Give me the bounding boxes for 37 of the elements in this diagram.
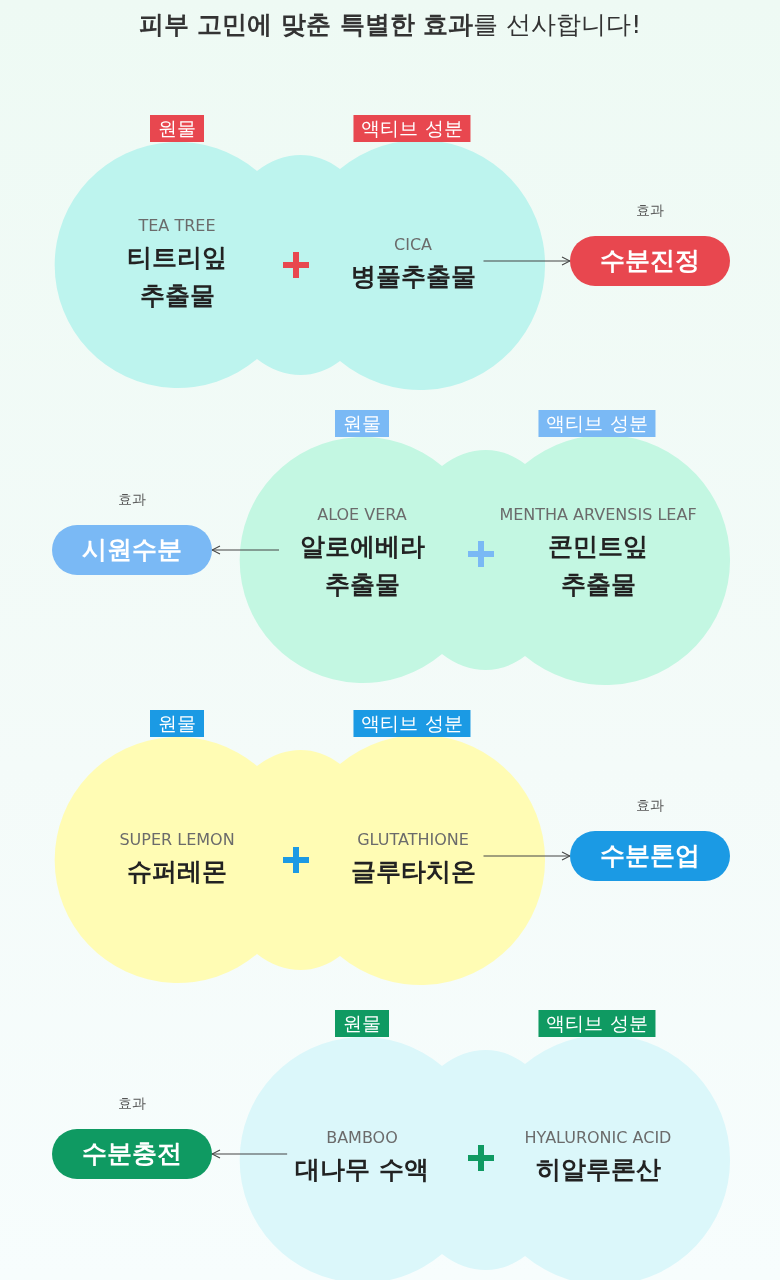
- ingredient-name: 알로에베라 추출물: [298, 530, 426, 601]
- ingredient-name: 슈퍼레몬: [126, 855, 228, 888]
- ingredient-name: 글루타치온: [350, 855, 476, 888]
- category-tag: 원물: [335, 410, 389, 437]
- arrow: [211, 1149, 288, 1159]
- effect-heading: 효과: [118, 1094, 146, 1113]
- ingredient-name: 티트리잎 추출물: [126, 241, 228, 312]
- effect-pill: 수분충전: [52, 1129, 212, 1179]
- effect-pill: 시원수분: [52, 525, 212, 575]
- ingredient-name: 병풀추출물: [350, 260, 476, 293]
- ingredient-english-name: GLUTATHIONE: [356, 829, 470, 849]
- arrow: [211, 545, 280, 555]
- effect-heading: 효과: [636, 201, 664, 220]
- category-tag: 원물: [150, 115, 204, 142]
- arrow: [482, 256, 571, 266]
- category-tag: 액티브 성분: [353, 115, 471, 142]
- ingredient-english-name: TEA TREE: [137, 215, 217, 235]
- category-tag: 액티브 성분: [538, 410, 656, 437]
- category-tag: 원물: [150, 710, 204, 737]
- ingredient-english-name: SUPER LEMON: [119, 829, 235, 849]
- category-tag: 액티브 성분: [353, 710, 471, 737]
- effect-pill: 수분톤업: [570, 831, 730, 881]
- ingredient-english-name: CICA: [393, 234, 433, 254]
- ingredient-name: 대나무 수액: [295, 1153, 429, 1186]
- effect-heading: 효과: [118, 490, 146, 509]
- ingredient-english-name: MENTHA ARVENSIS LEAF: [499, 504, 697, 524]
- effect-heading: 효과: [636, 796, 664, 815]
- ingredient-name: 히알루론산: [534, 1153, 662, 1186]
- effect-pill: 수분진정: [570, 236, 730, 286]
- arrow: [482, 851, 571, 861]
- title: 피부 고민에 맞춘 특별한 효과를 선사합니다!: [138, 10, 642, 39]
- ingredient-english-name: ALOE VERA: [316, 504, 408, 524]
- category-tag: 액티브 성분: [538, 1010, 656, 1037]
- ingredient-english-name: HYALURONIC ACID: [524, 1127, 672, 1147]
- ingredient-english-name: BAMBOO: [325, 1127, 399, 1147]
- category-tag: 원물: [335, 1010, 389, 1037]
- ingredient-name: 콘민트잎 추출물: [547, 530, 649, 601]
